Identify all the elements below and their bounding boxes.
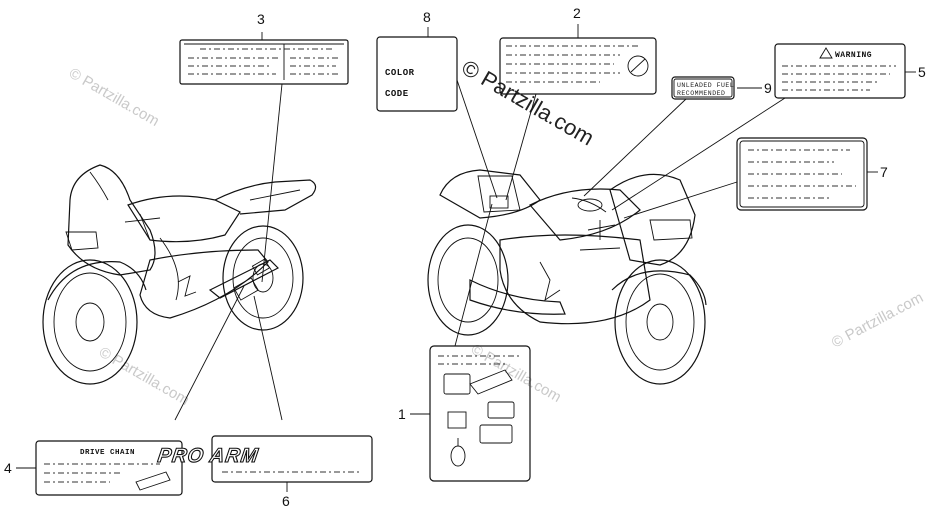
label-9-unleaded-fuel: UNLEADED FUEL RECOMMENDED	[671, 76, 735, 100]
callout-9: 9	[764, 80, 772, 96]
label-3-tire-info	[179, 39, 349, 85]
watermark-top-left: © Partzilla.com	[66, 65, 162, 130]
motorcycle-left	[42, 164, 317, 385]
warning-triangle-icon	[819, 47, 833, 59]
callout-1: 1	[398, 406, 406, 422]
drive-chain-title: DRIVE CHAIN	[80, 449, 135, 457]
watermark-left-mid: © Partzilla.com	[96, 344, 192, 409]
warning-title: WARNING	[835, 51, 872, 60]
unleaded-line1: UNLEADED FUEL	[677, 82, 734, 89]
watermark-right: © Partzilla.com	[829, 289, 926, 351]
motorcycle-right	[427, 169, 707, 385]
color-code-line1: COLOR	[385, 68, 415, 78]
callout-5: 5	[918, 64, 926, 80]
label-5-warning: WARNING	[774, 43, 906, 99]
leader-lines	[16, 24, 916, 492]
callout-3: 3	[257, 11, 265, 27]
watermark-main: © Partzilla.com	[458, 55, 599, 151]
callout-2: 2	[573, 5, 581, 21]
label-6-pro-arm: PRO ARM	[156, 435, 373, 483]
callout-8: 8	[423, 9, 431, 25]
label-7-info	[736, 137, 868, 211]
label-1-instruction	[429, 345, 531, 482]
unleaded-line2: RECOMMENDED	[677, 90, 725, 97]
color-code-line2: CODE	[385, 89, 409, 99]
callout-6: 6	[282, 493, 290, 509]
watermark-bottom-center: © Partzilla.com	[468, 341, 564, 406]
label-8-color-code: COLOR CODE	[376, 36, 458, 112]
callout-4: 4	[4, 460, 12, 476]
callout-7: 7	[880, 164, 888, 180]
pro-arm-logo: PRO ARM	[156, 445, 260, 467]
